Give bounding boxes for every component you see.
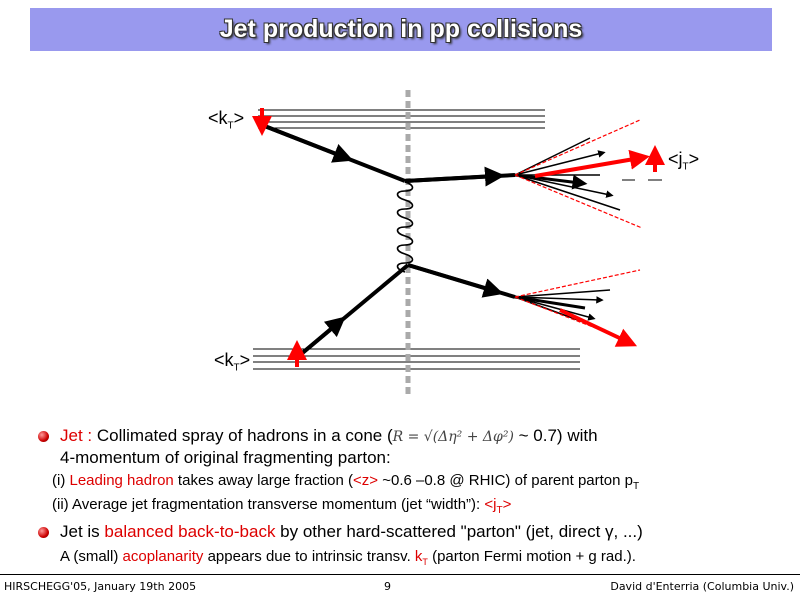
bullet-icon-2 <box>38 527 49 538</box>
page-number: 9 <box>384 580 391 593</box>
slide-title: Jet production in pp collisions <box>219 15 583 43</box>
bullet-2-line-2: A (small) acoplanarity appears due to in… <box>60 548 636 567</box>
leading-hadron-top <box>534 149 650 178</box>
jet-spray-top <box>514 137 621 211</box>
kt-label-bottom: <kT> <box>214 350 251 374</box>
footer-left: HIRSCHEGG'05, January 19th 2005 <box>4 580 197 593</box>
cone-radius-formula: R = √(Δη² + Δφ²) <box>392 429 514 445</box>
sub-point-2: (ii) Average jet fragmentation transvers… <box>52 496 512 516</box>
bullet-icon-1 <box>38 431 49 442</box>
jet-production-diagram <box>252 90 665 398</box>
footer-divider <box>0 574 800 575</box>
jet-cone-top <box>514 119 643 229</box>
footer-right: David d'Enterria (Columbia Univ.) <box>610 580 794 593</box>
bullet-1-line-1: Jet : Collimated spray of hadrons in a c… <box>60 426 598 445</box>
leading-hadron-bottom <box>559 308 638 347</box>
title-bar: Jet production in pp collisions <box>30 8 772 51</box>
sub-point-1: (i) Leading hadron takes away large frac… <box>52 472 640 492</box>
kt-label-top: <kT> <box>208 108 245 132</box>
bullet-2-line-1: Jet is balanced back-to-back by other ha… <box>60 522 643 541</box>
jt-label: <jT> <box>668 149 700 173</box>
jet-term: Jet : <box>60 426 97 445</box>
beam-lines-top <box>258 109 545 129</box>
bullet-1-line-2: 4-momentum of original fragmenting parto… <box>60 448 391 467</box>
gluon-propagator <box>396 181 414 273</box>
